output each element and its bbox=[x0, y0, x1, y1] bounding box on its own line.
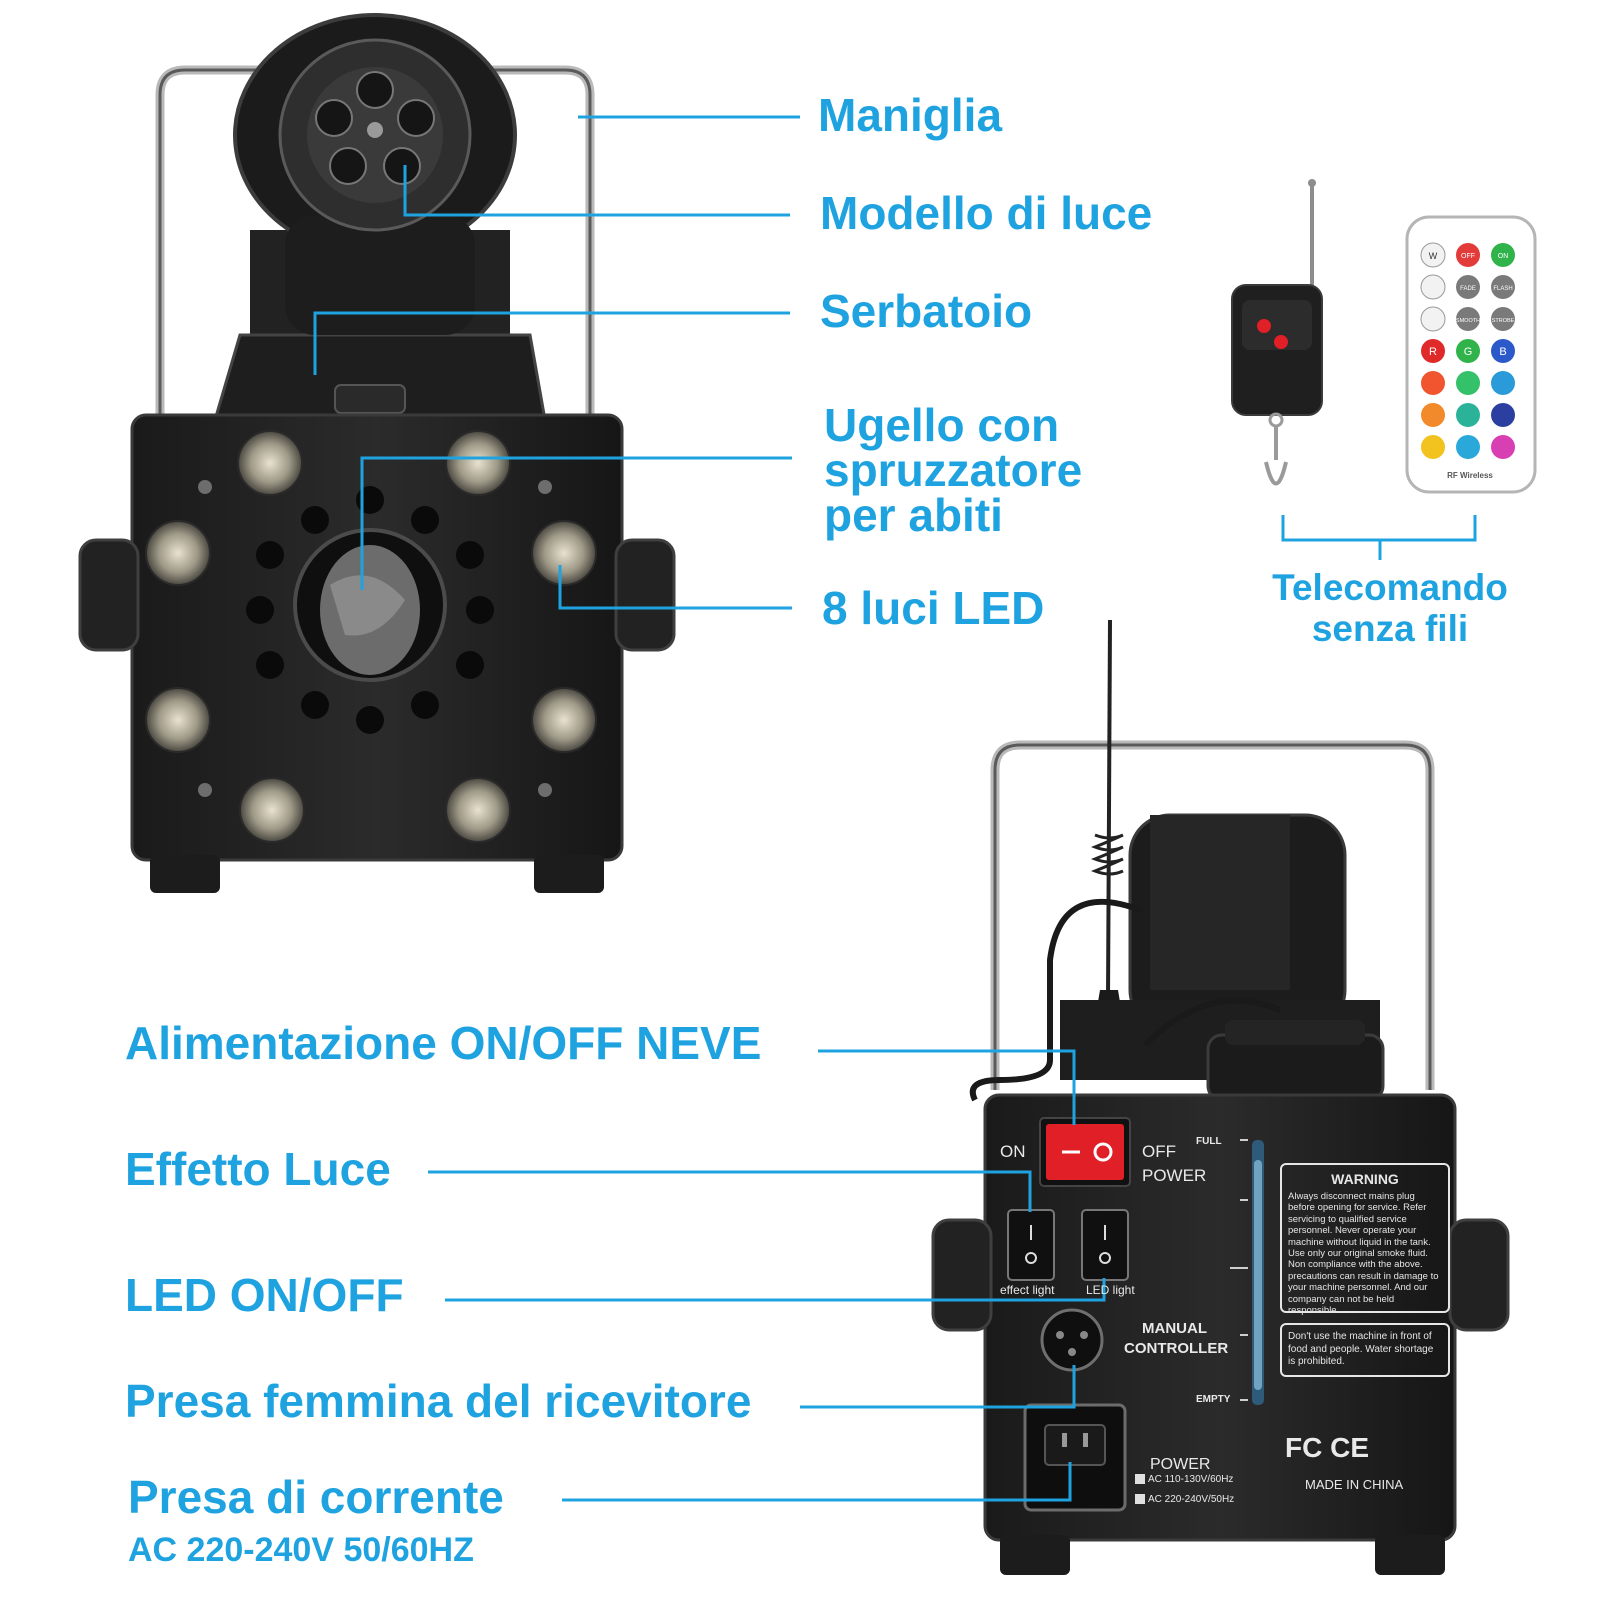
label-led-switch: LED ON/OFF bbox=[125, 1269, 404, 1321]
label-nozzle-line2: spruzzatore bbox=[824, 444, 1083, 496]
remote-btn-flash: FLASH bbox=[1493, 286, 1512, 292]
remote-btn-fade: FADE bbox=[1460, 286, 1476, 292]
remote-btn-b: B bbox=[1499, 346, 1506, 358]
panel-led-light: LED light bbox=[1086, 1283, 1135, 1297]
remote-btn-off: OFF bbox=[1461, 253, 1475, 260]
panel-on: ON bbox=[1000, 1142, 1026, 1161]
label-power-switch: Alimentazione ON/OFF NEVE bbox=[125, 1017, 762, 1069]
remote-brand: RF Wireless bbox=[1447, 471, 1493, 480]
certifications-mark: FC CE bbox=[1285, 1432, 1369, 1463]
label-receiver-socket: Presa femmina del ricevitore bbox=[125, 1375, 752, 1427]
remote-btn-on: ON bbox=[1498, 253, 1509, 260]
remote-btn-strobe: STROBE bbox=[1492, 318, 1515, 324]
panel-full: FULL bbox=[1196, 1136, 1222, 1147]
label-light-pattern: Modello di luce bbox=[820, 187, 1153, 239]
callout-lines-top bbox=[313, 115, 1477, 610]
ir-color-remote: W OFF ON FADE FLASH SMOOTH STROBE R G B … bbox=[1405, 215, 1537, 494]
panel-power-label: POWER bbox=[1150, 1456, 1211, 1473]
label-nozzle-line1: Ugello con bbox=[824, 399, 1060, 451]
remote-btn-r: R bbox=[1429, 346, 1437, 358]
panel-controller: CONTROLLER bbox=[1124, 1340, 1229, 1357]
front-machine bbox=[78, 13, 676, 893]
warning-title: WARNING bbox=[1331, 1171, 1399, 1187]
panel-made-in: MADE IN CHINA bbox=[1305, 1477, 1404, 1492]
panel-voltage-2: AC 220-240V/50Hz bbox=[1148, 1494, 1235, 1505]
remote-btn-smooth: SMOOTH bbox=[1456, 318, 1480, 324]
panel-empty: EMPTY bbox=[1196, 1394, 1231, 1405]
warning-box: WARNING Always disconnect mains plug bef… bbox=[1280, 1163, 1450, 1316]
panel-power: POWER bbox=[1142, 1166, 1207, 1185]
label-leds: 8 luci LED bbox=[822, 582, 1045, 634]
label-remote: Telecomando senza fili bbox=[1240, 567, 1540, 649]
panel-off: OFF bbox=[1142, 1142, 1176, 1161]
rear-machine bbox=[931, 619, 1510, 1575]
label-light-effect: Effetto Luce bbox=[125, 1143, 391, 1195]
callout-lines-bottom bbox=[428, 1049, 1106, 1502]
remote-btn-w: W bbox=[1429, 251, 1438, 261]
label-nozzle-line3: per abiti bbox=[824, 489, 1003, 541]
rf-keyfob-remote bbox=[1231, 179, 1323, 486]
panel-voltage-1: AC 110-130V/60Hz bbox=[1148, 1474, 1234, 1485]
panel-manual: MANUAL bbox=[1142, 1320, 1207, 1337]
label-tank: Serbatoio bbox=[820, 285, 1033, 337]
label-remote-line1: Telecomando bbox=[1272, 567, 1508, 608]
remote-btn-g: G bbox=[1464, 346, 1473, 358]
notice-box: Don't use the machine in front of food a… bbox=[1280, 1323, 1450, 1377]
label-power-spec: AC 220-240V 50/60HZ bbox=[128, 1531, 474, 1569]
panel-effect-light: effect light bbox=[1000, 1283, 1055, 1297]
label-handle: Maniglia bbox=[818, 89, 1003, 141]
label-remote-line2: senza fili bbox=[1311, 607, 1469, 649]
warning-text: Always disconnect mains plug before open… bbox=[1288, 1191, 1439, 1316]
label-power-socket: Presa di corrente bbox=[128, 1471, 504, 1523]
